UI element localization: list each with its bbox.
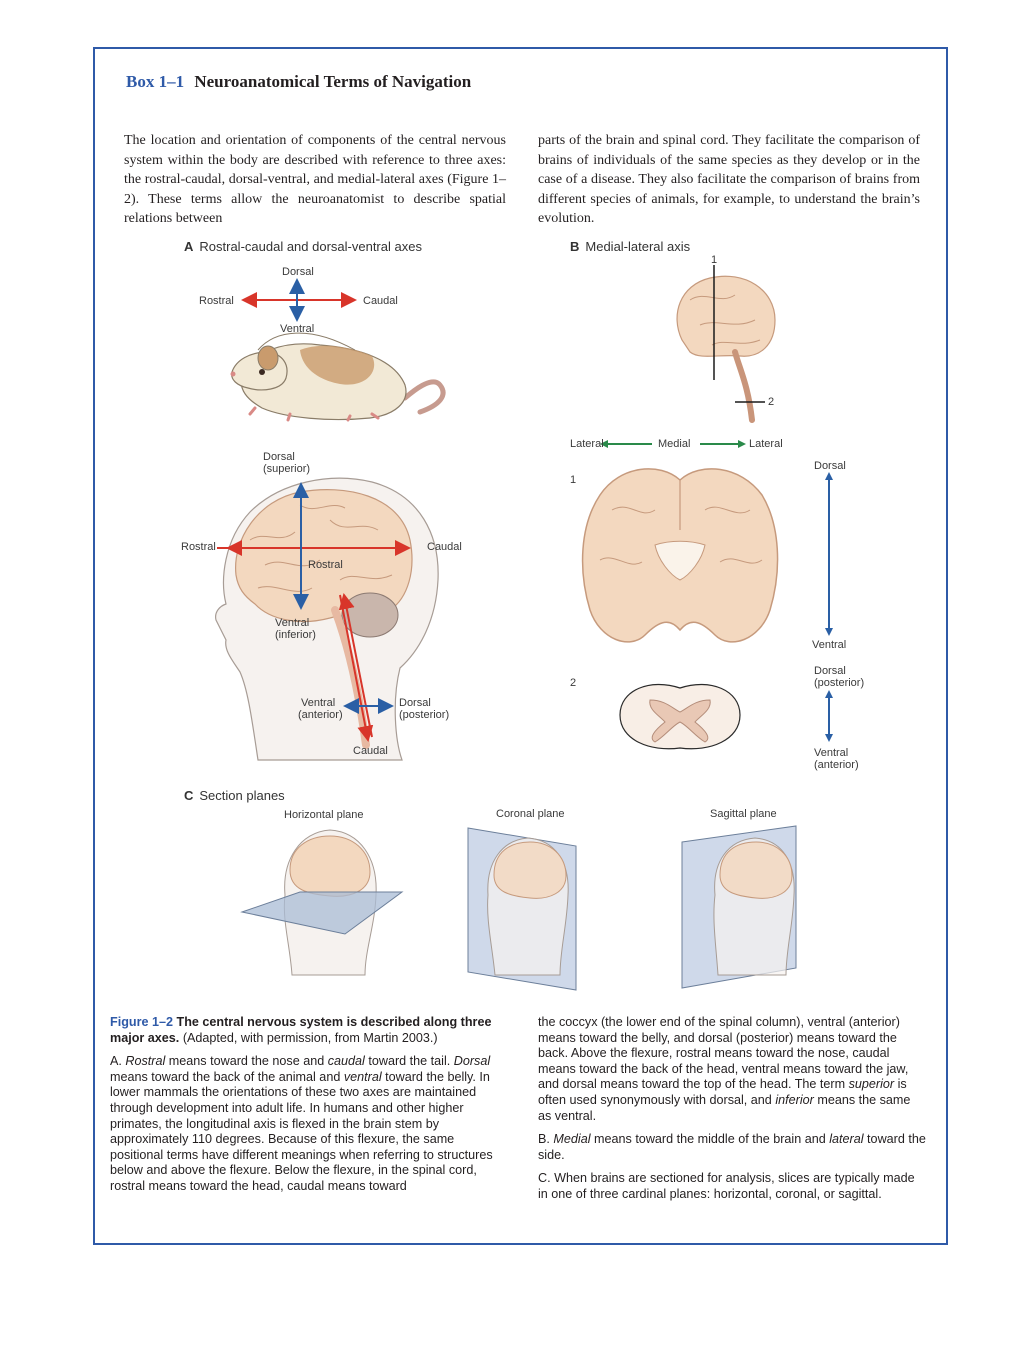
coronal-plane-illustration (468, 828, 576, 990)
spinal-cord-section-illustration (620, 684, 740, 748)
rat-axes (243, 280, 355, 320)
brain-side-illustration (677, 265, 775, 420)
rat-caudal-label: Caudal (363, 295, 398, 307)
rat-rostral-label: Rostral (199, 295, 234, 307)
caption-b-paragraph: B. Medial means toward the middle of the… (538, 1132, 926, 1163)
figure-credit: (Adapted, with permission, from Martin 2… (183, 1031, 438, 1045)
b-dorsal-posterior-sub: (posterior) (814, 677, 864, 689)
medial-label: Medial (658, 438, 690, 450)
section-mark-1: 1 (711, 254, 717, 266)
human-rostral-inner-label: Rostral (308, 559, 343, 571)
b-dorsal-label: Dorsal (814, 460, 846, 472)
human-dorsal-posterior-sub: (posterior) (399, 709, 449, 721)
figure-caption-left: Figure 1–2 The central nervous system is… (110, 1015, 498, 1203)
horizontal-plane-label: Horizontal plane (284, 809, 364, 821)
caption-a-paragraph: A. Rostral means toward the nose and cau… (110, 1054, 498, 1194)
human-ventral-anterior-label: Ventral (301, 697, 335, 709)
human-dorsal-label: Dorsal (263, 451, 295, 463)
caption-a-continued: the coccyx (the lower end of the spinal … (538, 1015, 926, 1124)
lateral-left-label: Lateral (570, 438, 604, 450)
human-ventral-sub: (inferior) (275, 629, 316, 641)
human-ventral-label: Ventral (275, 617, 309, 629)
human-ventral-anterior-sub: (anterior) (298, 709, 343, 721)
figure-caption-right: the coccyx (the lower end of the spinal … (538, 1015, 926, 1211)
sagittal-plane-label: Sagittal plane (710, 808, 777, 820)
lateral-right-label: Lateral (749, 438, 783, 450)
horizontal-plane-illustration (242, 830, 402, 975)
human-caudal-bottom-label: Caudal (353, 745, 388, 757)
b-dorsal-posterior-label: Dorsal (814, 665, 846, 677)
caption-c-paragraph: C. When brains are sectioned for analysi… (538, 1171, 926, 1202)
coronal-section-illustration (583, 469, 778, 642)
human-caudal-right-label: Caudal (427, 541, 462, 553)
panel-a-letter: A (184, 239, 193, 254)
human-rostral-left-label: Rostral (181, 541, 216, 553)
b-ventral-anterior-label: Ventral (814, 747, 848, 759)
coronal-section-number: 1 (570, 474, 576, 486)
human-dorsal-posterior-label: Dorsal (399, 697, 431, 709)
coronal-plane-label: Coronal plane (496, 808, 565, 820)
panel-b-letter: B (570, 239, 579, 254)
rat-ventral-label: Ventral (280, 323, 314, 335)
human-dorsal-sub: (superior) (263, 463, 310, 475)
rat-dorsal-label: Dorsal (282, 266, 314, 278)
spinal-section-number: 2 (570, 677, 576, 689)
section-mark-2: 2 (768, 396, 774, 408)
b-ventral-label: Ventral (812, 639, 846, 651)
panel-c-letter: C (184, 788, 193, 803)
rat-illustration (231, 333, 444, 420)
figure-number: Figure 1–2 (110, 1015, 173, 1029)
b-ventral-anterior-sub: (anterior) (814, 759, 859, 771)
dorsal-ventral-arrows (825, 472, 833, 742)
sagittal-plane-illustration (682, 826, 796, 988)
